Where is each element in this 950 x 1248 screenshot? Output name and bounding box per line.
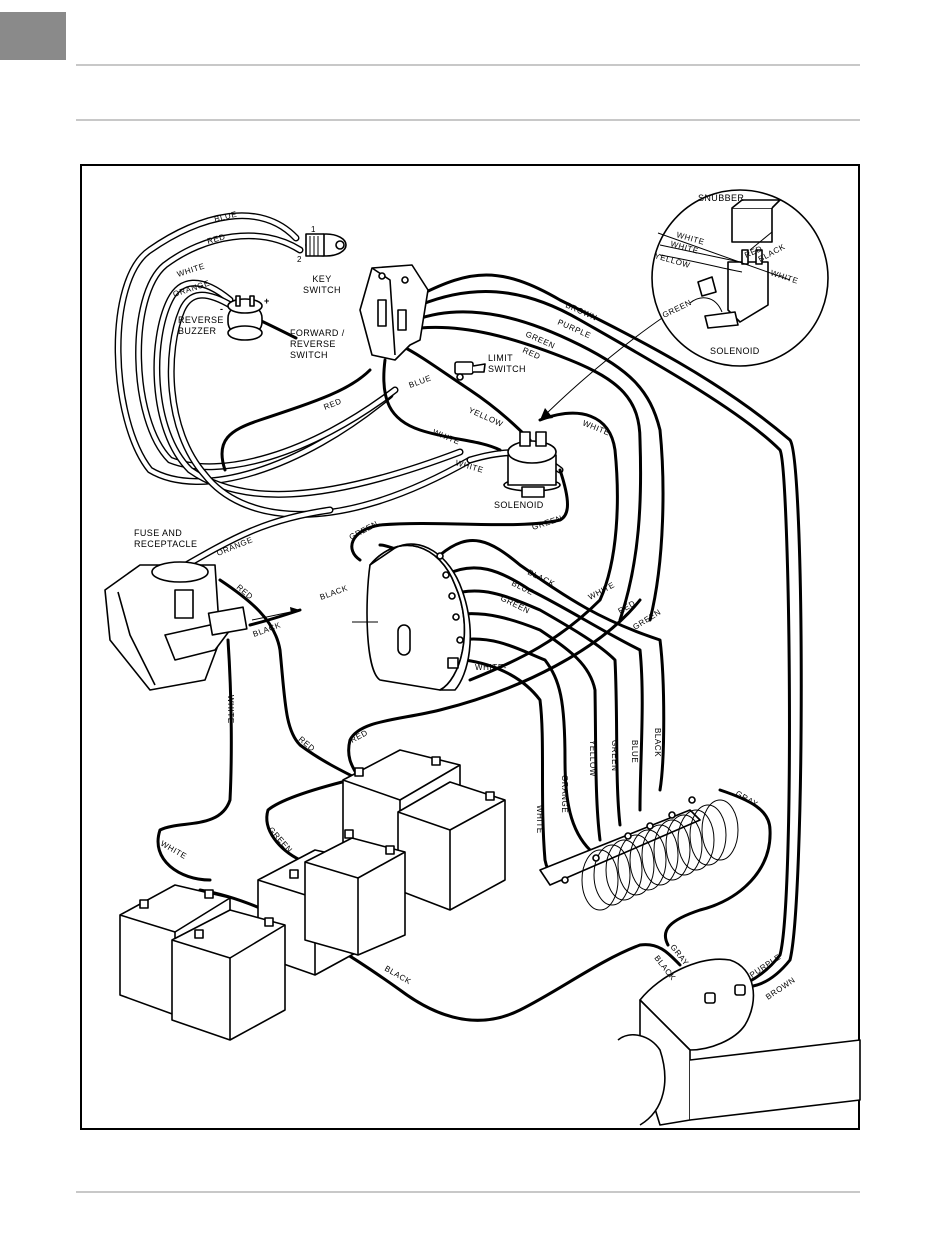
wire-label-green: GREEN [267, 825, 295, 854]
wire-label-red: RED [349, 728, 370, 745]
wire-label-blue: BLUE [510, 579, 535, 597]
diagram-frame [80, 164, 860, 1130]
wire-label-yellow: YELLOW [467, 406, 504, 429]
wire-label-black: BLACK [319, 583, 350, 601]
limit-switch [454, 361, 486, 381]
forward-reverse-switch [359, 264, 429, 361]
wire-label-white-dash: WHITE- [475, 663, 507, 672]
key-terminal-2: 2 [297, 255, 302, 264]
wire-label-orange: ORANGE [560, 775, 569, 813]
wire-label-black: BLACK [526, 568, 556, 589]
solenoid-detail [651, 189, 829, 367]
controller [352, 543, 472, 691]
fuse-receptacle [104, 561, 248, 691]
wire-label-black: BLACK [653, 728, 662, 757]
wire-label-white: WHITE [581, 419, 611, 438]
wire-label-purple: PURPLE [748, 952, 783, 979]
resistor-coil [539, 796, 739, 911]
wire-label-white: WHITE [535, 805, 544, 834]
key-switch [305, 233, 347, 257]
solenoid-detail-label: SOLENOID [710, 346, 760, 356]
header-rule-top [76, 64, 860, 66]
wire-label-yellow: YELLOW [588, 740, 597, 777]
section-tab-marker [0, 12, 66, 60]
snubber-label: SNUBBER [698, 193, 744, 203]
wire-label-white: WHITE [226, 695, 235, 724]
wire-label-green: GREEN [348, 519, 380, 542]
wire-label-white: WHITE [176, 261, 206, 278]
wire-label-red: RED [322, 397, 343, 412]
solenoid [503, 431, 561, 498]
wire-label-blue: BLUE [408, 373, 433, 389]
wire-label-red: RED [206, 232, 226, 246]
wire-label-black: BLACK [383, 964, 413, 986]
solenoid-label: SOLENOID [494, 500, 544, 510]
footer-rule [76, 1191, 860, 1193]
wire-label-gray: GRAY [734, 789, 760, 809]
wire-label-green: GREEN [531, 514, 564, 532]
key-terminal-1: 1 [311, 225, 316, 234]
wire-label-green: GREEN [499, 594, 531, 616]
buzzer-plus: + [264, 296, 270, 306]
wire-label-green: GREEN [610, 740, 619, 771]
wire-label-white: WHITE [431, 428, 461, 447]
header-rule-bottom [76, 119, 860, 121]
wire-label-green: GREEN [631, 607, 662, 631]
wire-bundle [156, 273, 803, 1022]
reverse-buzzer [227, 295, 263, 341]
buzzer-minus: - [220, 304, 223, 314]
motor [617, 958, 861, 1126]
wire-label-blue: BLUE [213, 210, 238, 224]
batteries [119, 749, 506, 1041]
wire-label-blue: BLUE [630, 740, 639, 763]
